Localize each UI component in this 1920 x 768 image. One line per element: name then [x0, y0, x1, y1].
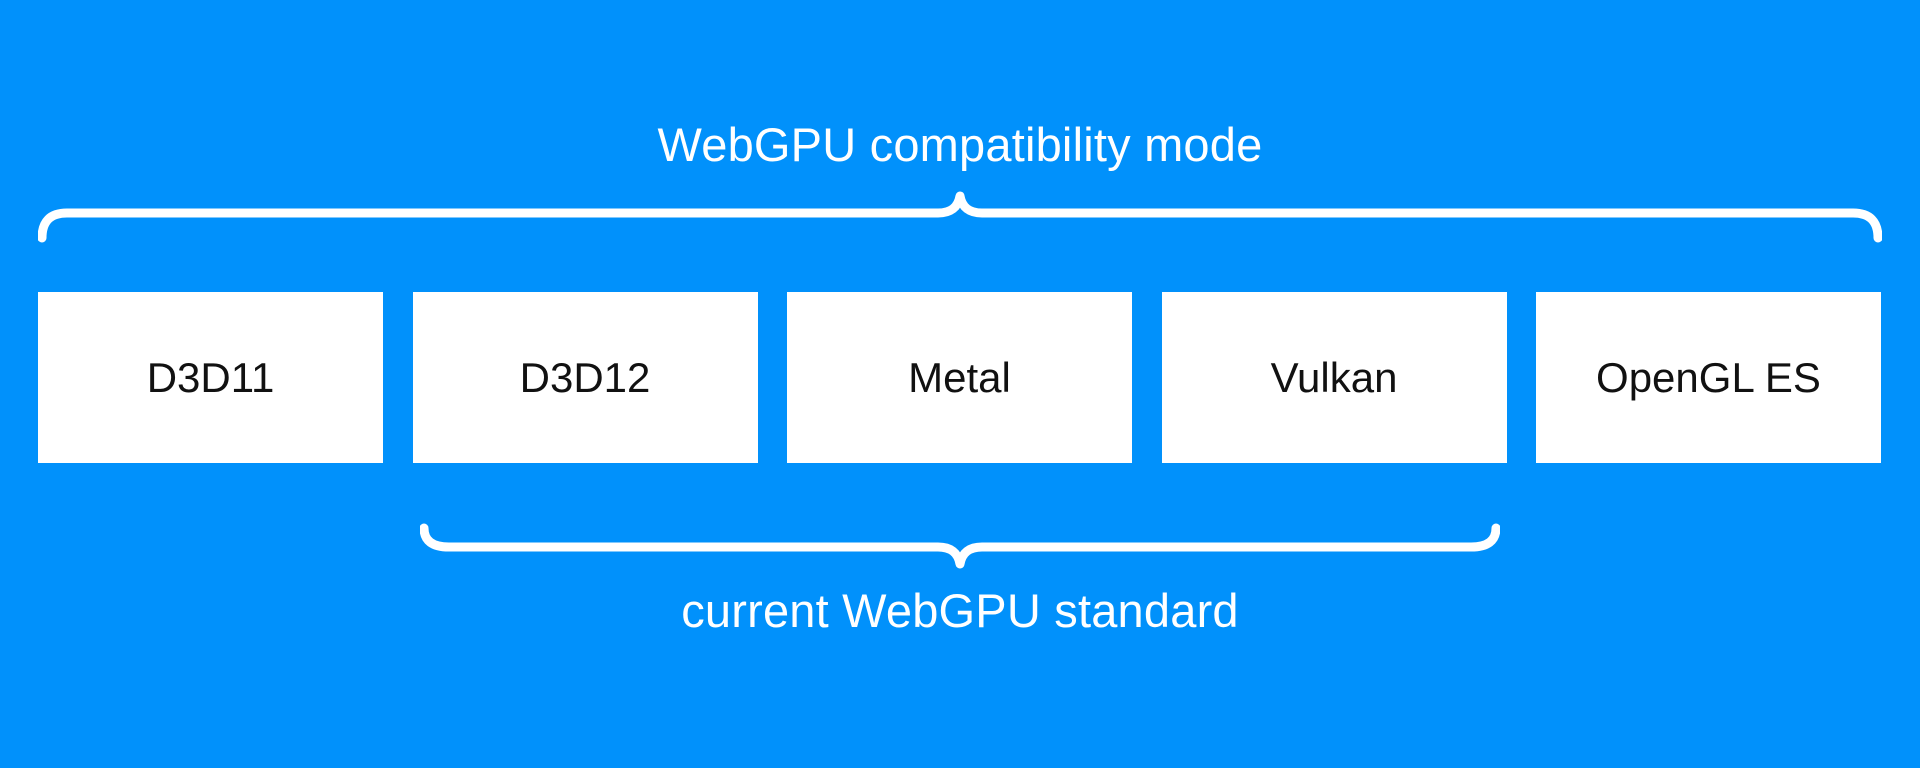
compatibility-mode-title: WebGPU compatibility mode	[657, 118, 1263, 171]
bottom-brace	[420, 523, 1500, 569]
box-d3d12: D3D12	[412, 292, 758, 463]
box-label-d3d12: D3D12	[519, 353, 651, 401]
box-label-d3d11: D3D11	[146, 353, 275, 401]
box-label-metal: Metal	[908, 353, 1011, 401]
box-opengl-es: OpenGL ES	[1536, 292, 1881, 463]
box-vulkan: Vulkan	[1161, 292, 1507, 463]
box-metal: Metal	[787, 292, 1132, 463]
backend-box-row: D3D11 D3D12 Metal Vulkan OpenGL ES	[38, 292, 1881, 463]
box-label-opengl-es: OpenGL ES	[1596, 353, 1821, 401]
box-d3d11: D3D11	[38, 292, 383, 463]
current-standard-label: current WebGPU standard	[681, 584, 1239, 637]
top-brace	[38, 191, 1882, 243]
box-label-vulkan: Vulkan	[1270, 353, 1398, 401]
